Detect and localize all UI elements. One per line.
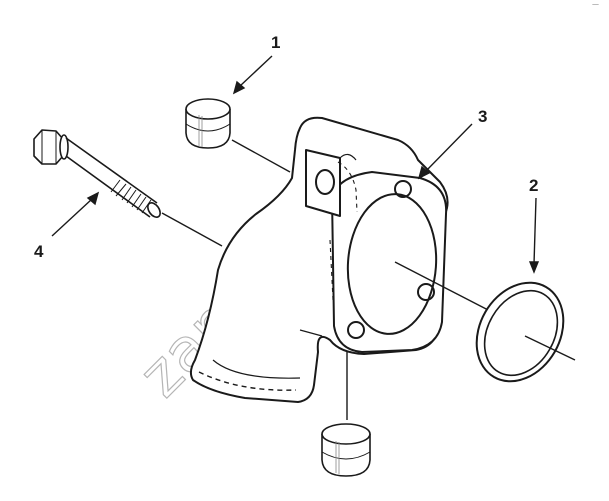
housing-axis-line [394, 261, 493, 313]
callout-label-3: 3 [478, 107, 487, 126]
plug-part-1 [185, 98, 231, 149]
callout-label-2: 2 [529, 176, 538, 195]
corner-mark: — [592, 0, 599, 8]
thermostat-housing-part-3 [189, 116, 449, 403]
plug-lower [321, 423, 371, 477]
plug-1-axis-line [231, 139, 291, 173]
callout-label-1: 1 [271, 33, 280, 52]
bolt-axis-line [161, 212, 223, 247]
callout-label-4: 4 [34, 242, 44, 261]
callout-leaders [51, 55, 540, 274]
bolt-part-4 [33, 129, 161, 218]
gasket-axis-line [524, 335, 576, 361]
gasket-ring-part-2 [475, 281, 565, 383]
